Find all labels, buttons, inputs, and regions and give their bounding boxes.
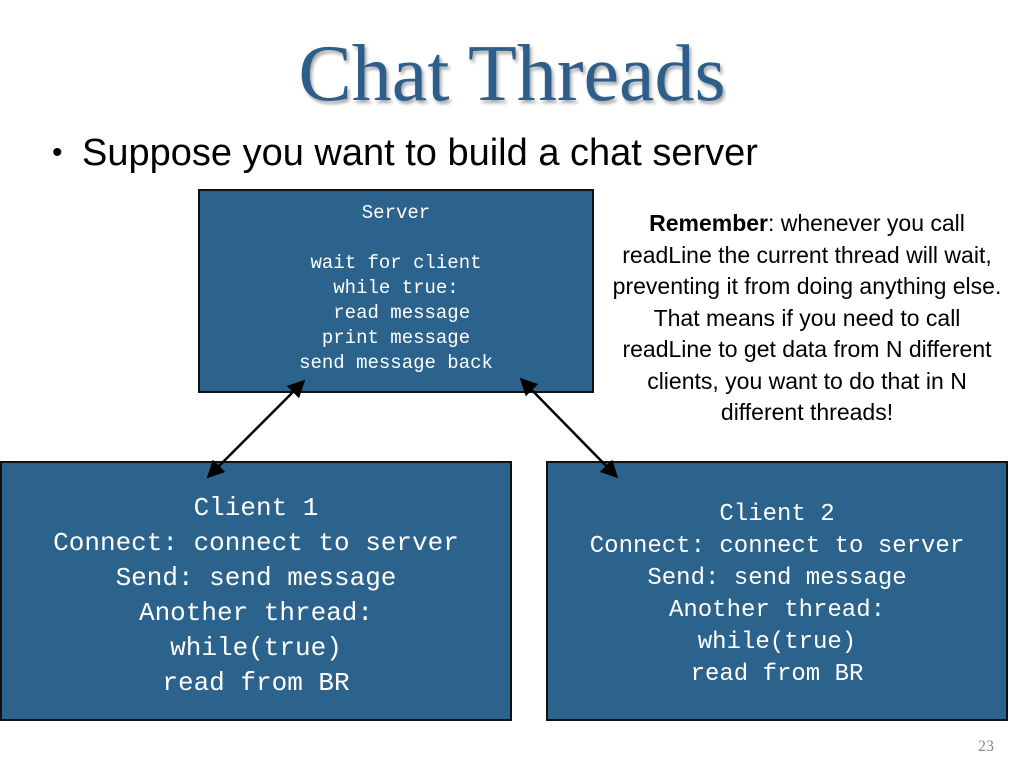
client1-line: while(true) xyxy=(170,633,342,663)
client2-line: Client 2 xyxy=(719,501,835,528)
server-client2-arrow xyxy=(519,377,619,479)
server-line: print message xyxy=(321,327,471,349)
note-text: : whenever you call readLine the current… xyxy=(612,210,1002,425)
client1-line: Another thread: xyxy=(138,598,374,628)
client2-line: read from BR xyxy=(690,661,864,688)
server-line: while true: xyxy=(333,277,459,299)
slide-title: Chat Threads xyxy=(298,30,726,118)
bullet-text: Suppose you want to build a chat server xyxy=(82,132,758,174)
server-client1-arrow xyxy=(206,379,306,479)
client1-line: read from BR xyxy=(162,668,350,698)
client2-line: Connect: connect to server xyxy=(589,533,965,560)
client2-line: Another thread: xyxy=(668,597,886,624)
client1-line: Send: send message xyxy=(115,563,397,593)
server-line: send message back xyxy=(299,352,493,374)
bullet-dot-icon: • xyxy=(52,136,63,169)
client2-box: Client 2 Connect: connect to server Send… xyxy=(546,461,1008,721)
note-bold-label: Remember xyxy=(649,210,768,236)
page-number: 23 xyxy=(978,738,994,755)
server-line: Server xyxy=(361,202,431,224)
bullet-item: • Suppose you want to build a chat server xyxy=(52,130,758,176)
client1-line: Connect: connect to server xyxy=(53,528,459,558)
client2-line: while(true) xyxy=(697,629,857,656)
server-line: wait for client xyxy=(310,252,482,274)
server-line: read message xyxy=(321,302,471,324)
server-box: Server wait for client while true: read … xyxy=(198,189,594,393)
client1-line: Client 1 xyxy=(193,493,319,523)
remember-note: Remember: whenever you call readLine the… xyxy=(606,208,1008,429)
client2-line: Send: send message xyxy=(647,565,907,592)
client1-box: Client 1 Connect: connect to server Send… xyxy=(0,461,512,721)
